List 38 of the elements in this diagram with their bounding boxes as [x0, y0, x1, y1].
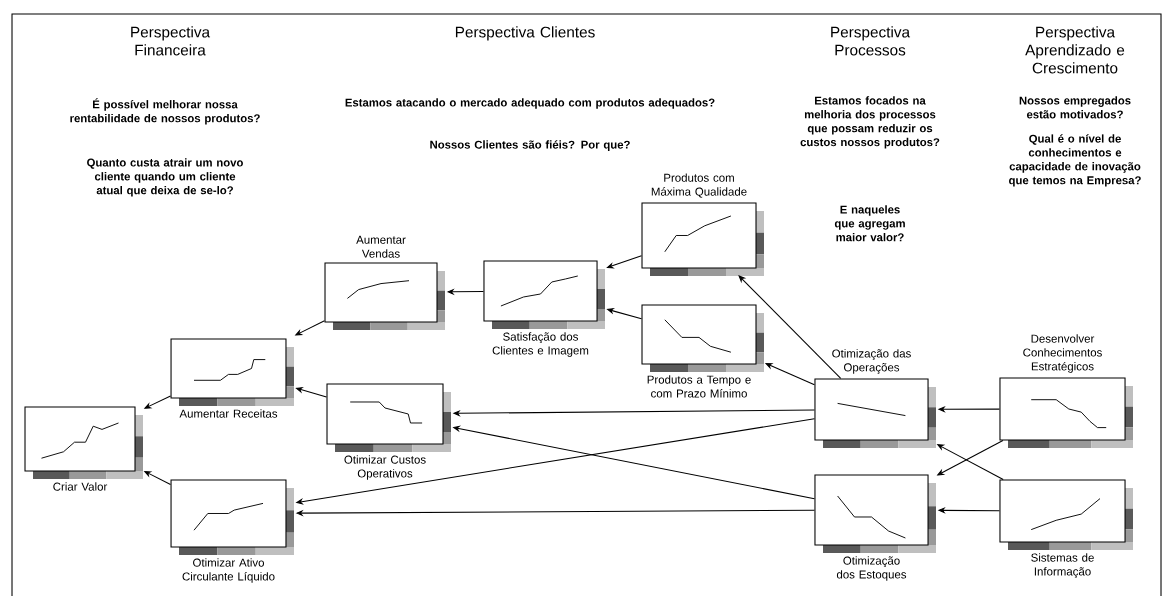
chart-caption: Produtos com Máxima Qualidade	[651, 173, 747, 198]
question-text: Quanto custa atrair um novo cliente quando um cliente atual que deixa de se-lo?	[87, 158, 243, 197]
question-text: E naqueles que agregam maior valor?	[834, 205, 905, 242]
chart-caption: Sistemas de Informação	[1031, 553, 1094, 578]
arrow	[738, 275, 842, 379]
chart-caption: Produtos a Tempo e com Prazo Mínimo	[647, 375, 751, 398]
chart-box	[326, 383, 451, 480]
chart-caption: Otimização dos Estoques	[836, 556, 907, 581]
chart-caption: Otimização das Operações	[832, 349, 911, 374]
chart-box	[324, 235, 445, 330]
chart-box	[170, 479, 294, 583]
chart-box	[483, 260, 605, 357]
column-heading: Perspectiva Processos	[831, 26, 911, 56]
chart-box	[641, 304, 764, 398]
chart-caption: Satisfação dos Clientes e Imagem	[492, 332, 589, 357]
question-text: Estamos focados na melhoria dos processos que possam reduzir os custos nossos produtos?	[800, 96, 940, 149]
question-text: Nossos empregados estão motivados?	[1019, 96, 1131, 119]
chart-caption: Criar Valor	[53, 482, 108, 491]
chart-caption: Aumentar Receitas	[179, 409, 278, 418]
column-heading: Perspectiva Financeira	[131, 26, 211, 56]
chart-caption: Otimizar Ativo Circulante Líquido	[182, 558, 275, 583]
chart-box	[814, 349, 936, 448]
column-heading: Perspectiva Clientes	[455, 26, 595, 41]
chart-caption: Aumentar Vendas	[356, 235, 406, 258]
chart-box	[999, 479, 1133, 578]
chart-box	[814, 474, 936, 581]
question-text: É possível melhorar nossa rentabilidade de nossos produtos?	[70, 98, 260, 125]
chart-box	[999, 334, 1133, 448]
chart-caption: Otimizar Custos Operativos	[344, 455, 426, 480]
chart-box	[641, 173, 764, 276]
chart-box	[24, 406, 143, 491]
question-text: Estamos atacando o mercado adequado com produtos adequados?	[345, 98, 715, 109]
arrow	[606, 255, 642, 269]
chart-caption: Desenvolver Conhecimentos Estratégicos	[1023, 334, 1102, 373]
question-text: Nossos Clientes são fiéis? Por que?	[430, 140, 630, 151]
column-heading: Perspectiva Aprendizado e Crescimento	[1025, 26, 1125, 74]
question-text: Qual é o nível de conhecimentos e capacidade de inovação que temos na Empresa?	[1009, 134, 1141, 187]
chart-box	[170, 338, 294, 418]
